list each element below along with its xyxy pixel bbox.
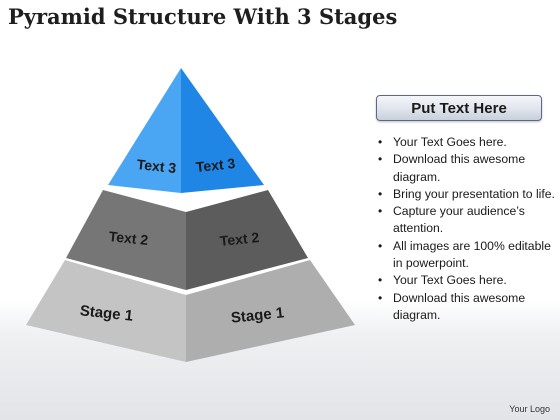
bullet-list: Your Text Goes here. Download this aweso… — [376, 134, 556, 324]
bullet-item: Your Text Goes here. — [376, 272, 556, 290]
middle-tier-right-face — [186, 190, 308, 290]
bullet-item: Bring your presentation to life. — [376, 186, 556, 204]
bullet-item: Download this awesome diagram. — [376, 290, 556, 325]
page-title: Pyramid Structure With 3 Stages — [8, 4, 398, 29]
bullet-item: Capture your audience’s attention. — [376, 203, 556, 238]
bullet-item: Your Text Goes here. — [376, 134, 556, 152]
bottom-left-label: Stage 1 — [79, 302, 134, 324]
top-tier-right-face — [181, 68, 264, 193]
middle-right-label: Text 2 — [219, 229, 260, 249]
top-left-label: Text 3 — [136, 156, 177, 176]
bottom-right-label: Stage 1 — [230, 304, 285, 326]
logo-text: Your Logo — [509, 404, 550, 414]
middle-left-label: Text 2 — [108, 228, 149, 248]
top-tier-left-face — [108, 68, 181, 193]
bullet-item: All images are 100% editable in powerpoi… — [376, 238, 556, 273]
top-right-label: Text 3 — [195, 155, 236, 175]
bottom-tier-left-face — [26, 260, 186, 362]
bullet-item: Download this awesome diagram. — [376, 151, 556, 186]
put-text-here-button[interactable]: Put Text Here — [376, 95, 542, 121]
middle-tier-left-face — [66, 190, 186, 290]
bottom-tier-right-face — [186, 260, 355, 362]
